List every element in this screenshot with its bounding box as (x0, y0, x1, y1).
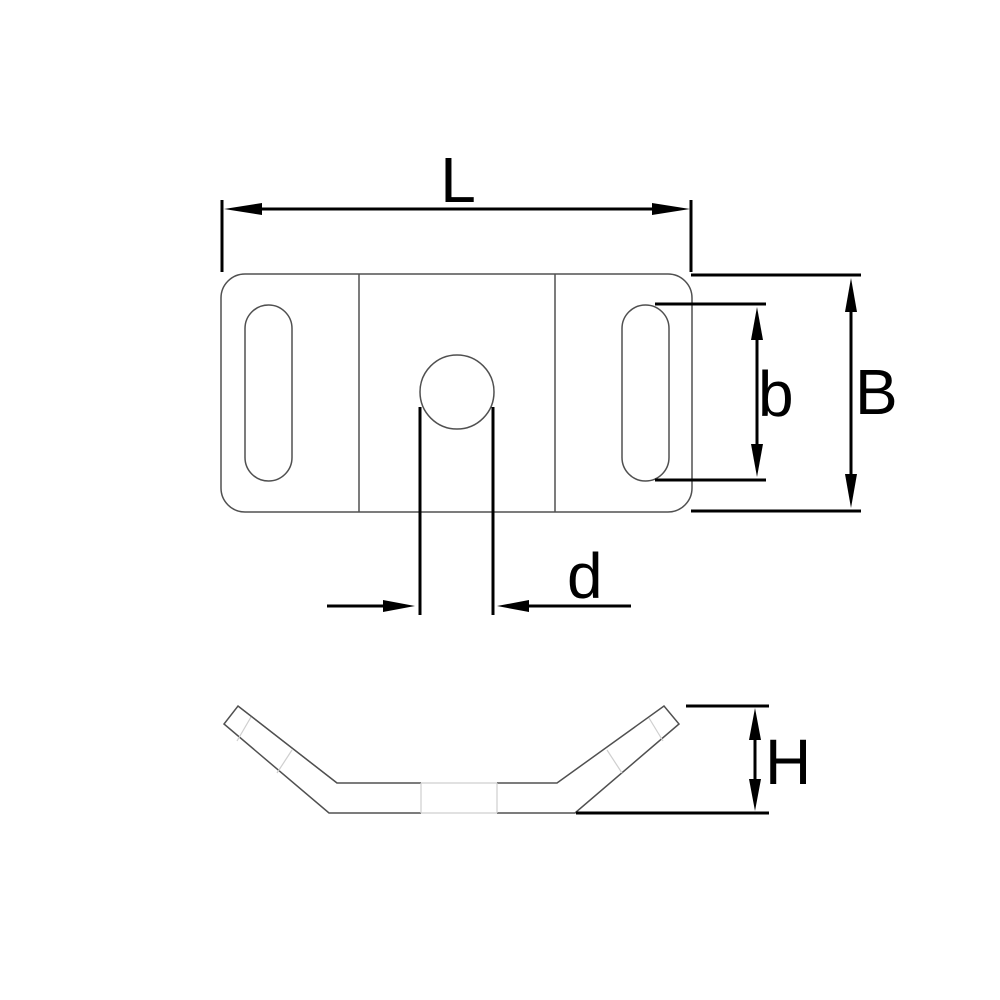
side-view (222, 704, 681, 814)
dimension-b: b (655, 302, 794, 482)
slot-right (621, 304, 670, 482)
arrow-left-icon (497, 600, 529, 612)
label-b: b (758, 358, 794, 430)
mount-outline (220, 273, 693, 513)
wing-inner-edge (237, 705, 338, 784)
arrow-down-icon (749, 779, 761, 811)
arrow-right-icon (383, 600, 415, 612)
arrow-down-icon (751, 444, 763, 477)
dimension-d: d (327, 407, 631, 615)
arrow-right-icon (652, 203, 690, 215)
arrow-up-icon (749, 708, 761, 740)
dimension-B: B (691, 273, 898, 513)
arrow-up-icon (845, 278, 857, 312)
label-B: B (855, 356, 898, 428)
left-wing-outline (222, 704, 421, 814)
arrow-left-icon (224, 203, 262, 215)
slot-edge (606, 749, 623, 774)
slot-edge (276, 749, 293, 774)
arrow-up-icon (751, 307, 763, 340)
label-H: H (765, 726, 811, 798)
top-view (220, 273, 693, 513)
arrow-down-icon (845, 474, 857, 508)
slot-left (244, 304, 293, 482)
label-d: d (567, 540, 603, 612)
right-wing-outline (497, 704, 681, 814)
label-L: L (440, 144, 476, 216)
slot-edge (236, 716, 252, 742)
center-hole (419, 354, 495, 430)
dimension-H: H (576, 704, 811, 815)
slot-edge (648, 717, 664, 742)
dimension-L: L (220, 144, 693, 272)
